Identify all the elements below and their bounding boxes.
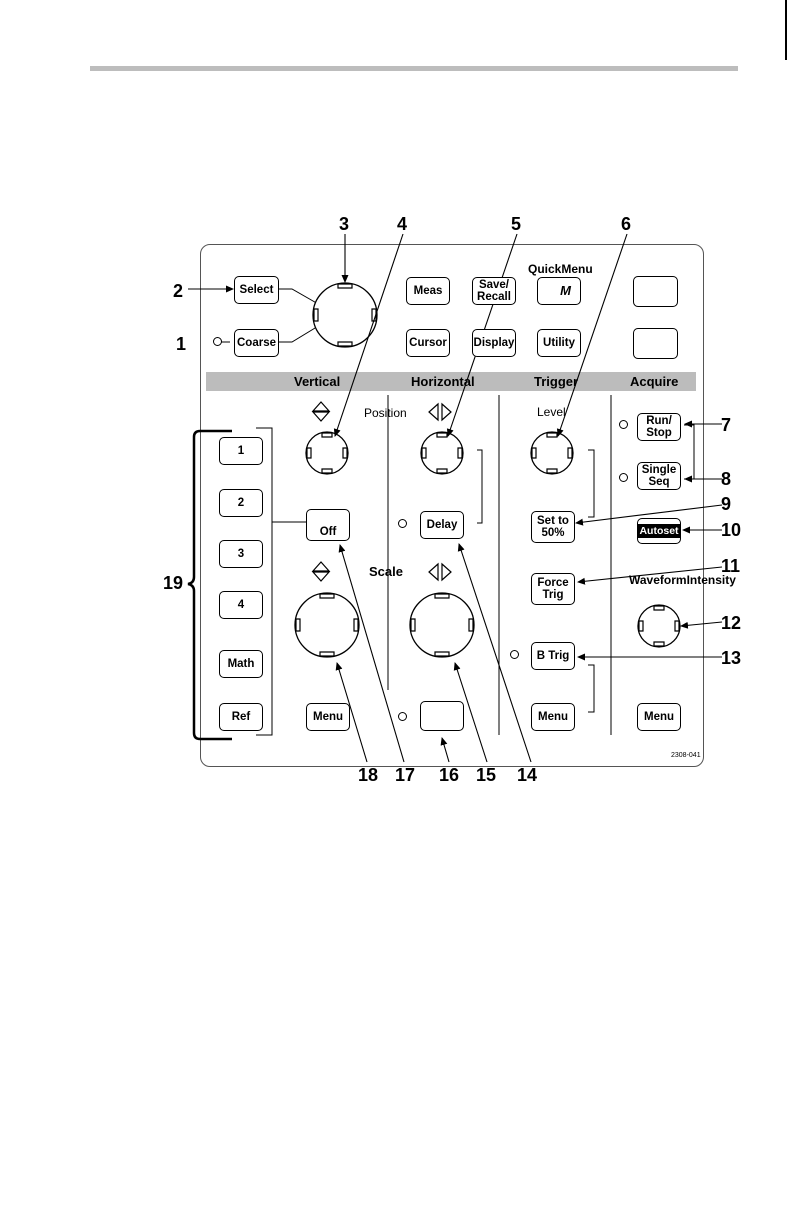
save-recall-button[interactable]: Save/Recall — [472, 277, 516, 305]
b-trig-indicator-light — [510, 650, 519, 659]
runstop-line-2: Stop — [646, 427, 672, 439]
delay-indicator-light — [398, 519, 407, 528]
callout-3: 3 — [339, 214, 349, 235]
callout-6: 6 — [621, 214, 631, 235]
figure-id: 2308-041 — [671, 752, 701, 759]
vertical-position-knob — [306, 432, 348, 474]
force-line-2: Trig — [537, 589, 568, 601]
general-purpose-knob — [313, 283, 377, 347]
menu-blank-button-1[interactable] — [633, 276, 678, 307]
horizontal-scale-knob — [410, 593, 474, 657]
callout-19: 19 — [163, 573, 183, 594]
callout-5: 5 — [511, 214, 521, 235]
menu-blank-button-2[interactable] — [633, 328, 678, 359]
delay-button[interactable]: Delay — [420, 511, 464, 539]
waveform-line-1: Waveform — [629, 573, 687, 587]
callout-1: 1 — [176, 334, 186, 355]
channel-4-button[interactable]: 4 — [219, 591, 263, 619]
trigger-level-knob — [531, 432, 573, 474]
callout-18: 18 — [358, 765, 378, 786]
callout-4: 4 — [397, 214, 407, 235]
coarse-indicator-light — [213, 337, 222, 346]
save-recall-line-2: Recall — [477, 291, 511, 303]
vertical-menu-button[interactable]: Menu — [306, 703, 350, 731]
b-trig-button[interactable]: B Trig — [531, 642, 575, 670]
horizontal-position-knob — [421, 432, 463, 474]
trigger-menu-button[interactable]: Menu — [531, 703, 575, 731]
zoom-button[interactable] — [420, 701, 464, 731]
callout-8: 8 — [721, 469, 731, 490]
callout-15: 15 — [476, 765, 496, 786]
force-line-1: Force — [537, 577, 568, 589]
ref-button[interactable]: Ref — [219, 703, 263, 731]
autoset-label: Autoset — [637, 524, 680, 538]
utility-button[interactable]: Utility — [537, 329, 581, 357]
scale-label: Scale — [369, 564, 403, 579]
single-seq-indicator-light — [619, 473, 628, 482]
callout-13: 13 — [721, 648, 741, 669]
quickmenu-label: QuickMenu — [528, 262, 593, 276]
channel-2-button[interactable]: 2 — [219, 489, 263, 517]
acquire-menu-button[interactable]: Menu — [637, 703, 681, 731]
callout-17: 17 — [395, 765, 415, 786]
autoset-button[interactable]: Autoset — [637, 518, 681, 544]
cursor-button[interactable]: Cursor — [406, 329, 450, 357]
callout-10: 10 — [721, 520, 741, 541]
run-stop-button[interactable]: Run/Stop — [637, 413, 681, 441]
waveform-line-2: Intensity — [687, 573, 736, 587]
runstop-line-1: Run/ — [646, 415, 672, 427]
channel-3-button[interactable]: 3 — [219, 540, 263, 568]
quickmenu-button[interactable]: M — [537, 277, 581, 305]
vertical-scale-knob — [295, 593, 359, 657]
math-button[interactable]: Math — [219, 650, 263, 678]
callout-14: 14 — [517, 765, 537, 786]
set50-line-2: 50% — [537, 527, 569, 539]
waveform-intensity-knob — [638, 605, 680, 647]
level-label: Level — [537, 405, 566, 419]
meas-button[interactable]: Meas — [406, 277, 450, 305]
callout-7: 7 — [721, 415, 731, 436]
channel-1-button[interactable]: 1 — [219, 437, 263, 465]
coarse-button[interactable]: Coarse — [234, 329, 279, 357]
off-button[interactable]: Off — [306, 509, 350, 541]
set50-line-1: Set to — [537, 515, 569, 527]
callout-2: 2 — [173, 281, 183, 302]
callout-9: 9 — [721, 494, 731, 515]
display-button[interactable]: Display — [472, 329, 516, 357]
position-label: Position — [364, 406, 407, 420]
callout-16: 16 — [439, 765, 459, 786]
select-button[interactable]: Select — [234, 276, 279, 304]
run-stop-indicator-light — [619, 420, 628, 429]
save-recall-line-1: Save/ — [477, 279, 511, 291]
single-line-2: Seq — [642, 476, 677, 488]
single-line-1: Single — [642, 464, 677, 476]
callout-12: 12 — [721, 613, 741, 634]
waveform-intensity-label: WaveformIntensity — [629, 574, 691, 587]
zoom-indicator-light — [398, 712, 407, 721]
